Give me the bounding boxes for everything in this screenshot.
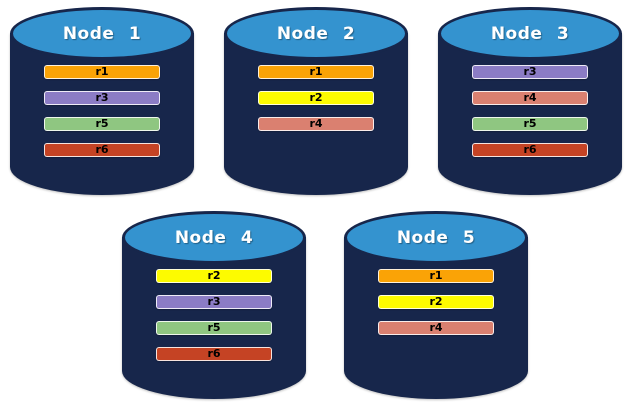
- node-4-cylinder: Node 4 r2 r3 r5 r6: [122, 211, 306, 399]
- replica-bar: r6: [44, 143, 160, 157]
- cylinder-top-ellipse: Node 5: [344, 211, 528, 264]
- replica-bar: r4: [472, 91, 588, 105]
- replica-list: r1 r2 r4: [224, 65, 408, 131]
- replica-list: r1 r2 r4: [344, 269, 528, 335]
- node-5-cylinder: Node 5 r1 r2 r4: [344, 211, 528, 399]
- cylinder-body: [344, 237, 528, 399]
- replica-bar: r3: [472, 65, 588, 79]
- replica-bar: r4: [378, 321, 494, 335]
- cylinder-body: [224, 33, 408, 195]
- cylinder-top-ellipse: Node 3: [438, 7, 622, 60]
- node-title: Node 5: [396, 227, 476, 248]
- replica-bar: r5: [156, 321, 272, 335]
- replica-bar: r6: [156, 347, 272, 361]
- replica-bar: r5: [44, 117, 160, 131]
- cylinder-body: [438, 33, 622, 195]
- replica-bar: r1: [44, 65, 160, 79]
- replica-list: r1 r3 r5 r6: [10, 65, 194, 157]
- node-title: Node 4: [174, 227, 254, 248]
- replica-bar: r3: [156, 295, 272, 309]
- replica-bar: r1: [258, 65, 374, 79]
- replica-bar: r5: [472, 117, 588, 131]
- cylinder-top-ellipse: Node 1: [10, 7, 194, 60]
- cylinder-top-ellipse: Node 2: [224, 7, 408, 60]
- replica-bar: r1: [378, 269, 494, 283]
- replica-bar: r6: [472, 143, 588, 157]
- node-3-cylinder: Node 3 r3 r4 r5 r6: [438, 7, 622, 195]
- node-title: Node 1: [62, 23, 142, 44]
- node-title: Node 2: [276, 23, 356, 44]
- replica-bar: r4: [258, 117, 374, 131]
- node-1-cylinder: Node 1 r1 r3 r5 r6: [10, 7, 194, 195]
- node-2-cylinder: Node 2 r1 r2 r4: [224, 7, 408, 195]
- replica-list: r3 r4 r5 r6: [438, 65, 622, 157]
- node-title: Node 3: [490, 23, 570, 44]
- replica-bar: r2: [258, 91, 374, 105]
- replica-list: r2 r3 r5 r6: [122, 269, 306, 361]
- replica-bar: r2: [378, 295, 494, 309]
- cylinder-body: [10, 33, 194, 195]
- cylinder-top-ellipse: Node 4: [122, 211, 306, 264]
- cylinder-body: [122, 237, 306, 399]
- replica-bar: r2: [156, 269, 272, 283]
- replica-bar: r3: [44, 91, 160, 105]
